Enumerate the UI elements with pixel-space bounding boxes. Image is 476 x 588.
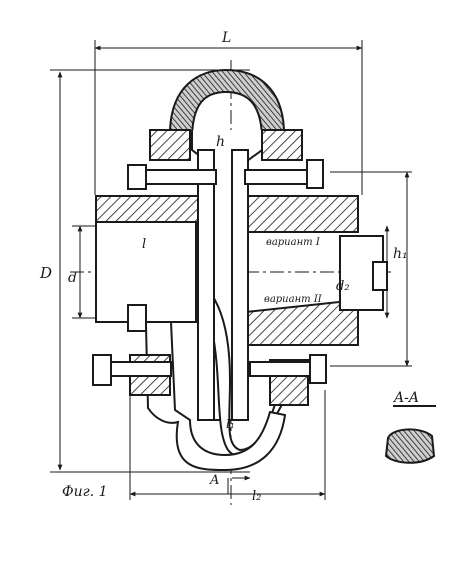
label-variant-1: вариант I <box>266 237 321 248</box>
label-variant-2: вариант II <box>264 294 323 305</box>
label-overall-length: L <box>221 30 231 46</box>
label-section-mark: A <box>209 473 219 488</box>
section-aa-detail <box>384 405 436 464</box>
bolts <box>92 159 327 386</box>
label-bottom-length: l₂ <box>252 489 261 504</box>
label-section-title: A-A <box>392 390 419 406</box>
label-dia-d: d <box>68 270 77 286</box>
label-dia-big-D: D <box>39 264 52 282</box>
label-height-h: h <box>216 134 225 150</box>
figure-caption: Фиг. 1 <box>62 484 108 500</box>
label-height-h1: h₁ <box>393 246 408 262</box>
label-small-l1: l₁ <box>226 417 235 431</box>
label-dia-d2: d₂ <box>336 279 350 294</box>
right-hub <box>231 129 388 421</box>
label-length-l: l <box>142 237 146 252</box>
